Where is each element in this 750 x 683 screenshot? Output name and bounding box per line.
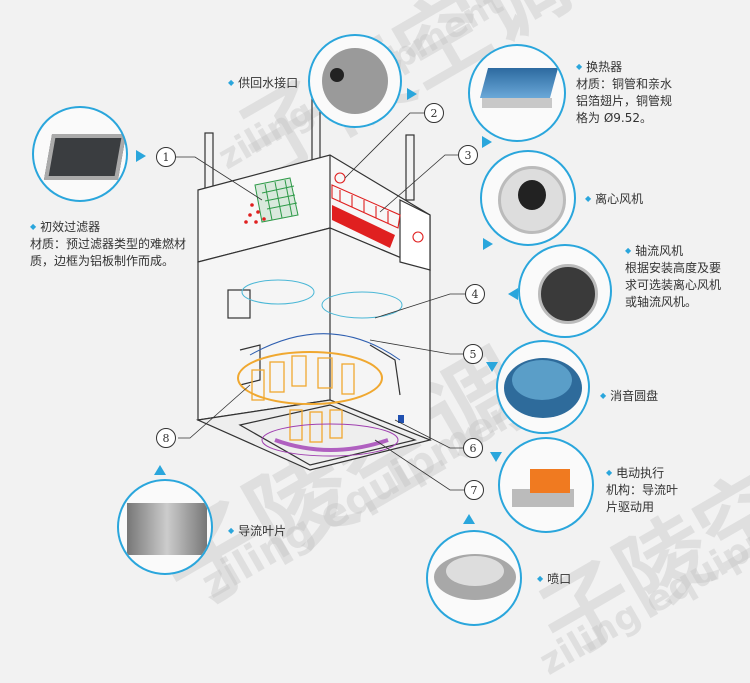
- pointer-triangle-icon: [154, 465, 166, 475]
- muffler-disc-label: 消音圆盘: [600, 387, 658, 405]
- pointer-triangle-icon: [508, 288, 518, 300]
- callout-5: 5: [463, 344, 483, 364]
- callout-3: 3: [458, 145, 478, 165]
- pointer-triangle-icon: [490, 452, 502, 462]
- axial-fan-photo: [518, 244, 612, 338]
- centrifugal-fan-photo: [480, 150, 576, 246]
- centrifugal-fan-label: 离心风机: [585, 190, 643, 208]
- callout-7: 7: [464, 480, 484, 500]
- pointer-triangle-icon: [482, 136, 492, 148]
- axial-fan-desc: 根据安装高度及要求可选装离心风机或轴流风机。: [625, 261, 722, 309]
- heat-exchanger-desc: 材质：铜管和亲水铝箔翅片，铜管规格为 Ø9.52。: [576, 77, 673, 125]
- water-port-title: 供回水接口: [228, 74, 298, 92]
- callout-1: 1: [156, 147, 176, 167]
- frame-post: [405, 134, 415, 201]
- guide-vanes-title: 导流叶片: [228, 522, 286, 540]
- centrifugal-fan-title: 离心风机: [585, 190, 643, 208]
- actuator-label: 电动执行 机构：导流叶片驱动用: [606, 464, 686, 516]
- pointer-triangle-icon: [463, 514, 475, 524]
- water-port-photo: [308, 34, 402, 128]
- callout-8: 8: [156, 428, 176, 448]
- water-port-label: 供回水接口: [228, 74, 298, 92]
- pointer-triangle-icon: [136, 150, 146, 162]
- filter-label: 初效过滤器 材质：预过滤器类型的难燃材质，边框为铝板制作而成。: [30, 218, 190, 270]
- axial-fan-title: 轴流风机: [625, 242, 725, 260]
- filter-title: 初效过滤器: [30, 218, 190, 236]
- callout-2: 2: [424, 103, 444, 123]
- pointer-triangle-icon: [486, 362, 498, 372]
- filter-desc: 材质：预过滤器类型的难燃材质，边框为铝板制作而成。: [30, 237, 187, 268]
- filter-photo: [32, 106, 128, 202]
- axial-fan-label: 轴流风机 根据安装高度及要求可选装离心风机或轴流风机。: [625, 242, 725, 311]
- frame-post: [204, 132, 214, 194]
- callout-4: 4: [465, 284, 485, 304]
- nozzle-title: 喷口: [537, 570, 571, 588]
- heat-exchanger-photo: [468, 44, 566, 142]
- guide-vanes-photo: [117, 479, 213, 575]
- actuator-desc: 机构：导流叶片驱动用: [606, 483, 679, 514]
- guide-vanes-label: 导流叶片: [228, 522, 286, 540]
- nozzle-label: 喷口: [537, 570, 571, 588]
- callout-6: 6: [463, 438, 483, 458]
- muffler-disc-title: 消音圆盘: [600, 387, 658, 405]
- actuator-title: 电动执行: [606, 464, 686, 482]
- heat-exchanger-title: 换热器: [576, 58, 676, 76]
- pointer-triangle-icon: [483, 238, 493, 250]
- actuator-photo: [498, 437, 594, 533]
- nozzle-photo: [426, 530, 522, 626]
- ahu-unit-drawing: [176, 84, 465, 491]
- pointer-triangle-icon: [407, 88, 417, 100]
- heat-exchanger-label: 换热器 材质：铜管和亲水铝箔翅片，铜管规格为 Ø9.52。: [576, 58, 676, 127]
- muffler-disc-photo: [496, 340, 590, 434]
